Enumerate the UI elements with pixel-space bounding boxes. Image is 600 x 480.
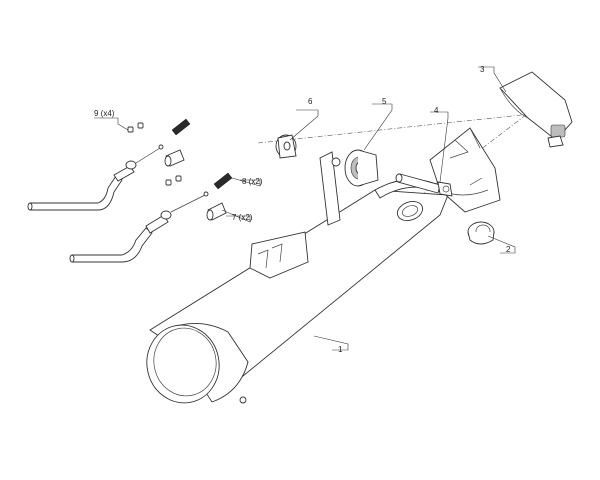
clamp-part-3 [499, 71, 573, 148]
throttle-cable-upper [27, 144, 164, 211]
exhaust-pipe-part-1 [146, 151, 449, 404]
ferrule-part-9 [127, 122, 182, 186]
bushing-part-2 [467, 221, 495, 245]
spring-part-8-upper [171, 118, 191, 136]
callout-4: 4 [434, 106, 439, 115]
adjuster-part-7-lower [206, 202, 227, 221]
callout-5: 5 [382, 97, 387, 106]
callout-6: 6 [308, 97, 313, 106]
callout-3: 3 [480, 65, 485, 74]
leader-lines [94, 66, 516, 351]
callout-7: 7 (x2) [232, 213, 253, 222]
spring-part-8-lower [213, 172, 233, 190]
bolt-part-4 [395, 173, 453, 197]
callout-2: 2 [506, 245, 511, 254]
grommet-part-6 [275, 134, 297, 159]
callout-9: 9 (x4) [94, 109, 115, 118]
callout-1: 1 [338, 345, 343, 354]
flange-nut-part-5 [344, 149, 379, 187]
assembly-axis-upper [257, 112, 541, 144]
throttle-cable-lower [69, 191, 209, 263]
callout-8: 8 (x2) [242, 177, 263, 186]
adjuster-part-7-upper [164, 149, 185, 167]
